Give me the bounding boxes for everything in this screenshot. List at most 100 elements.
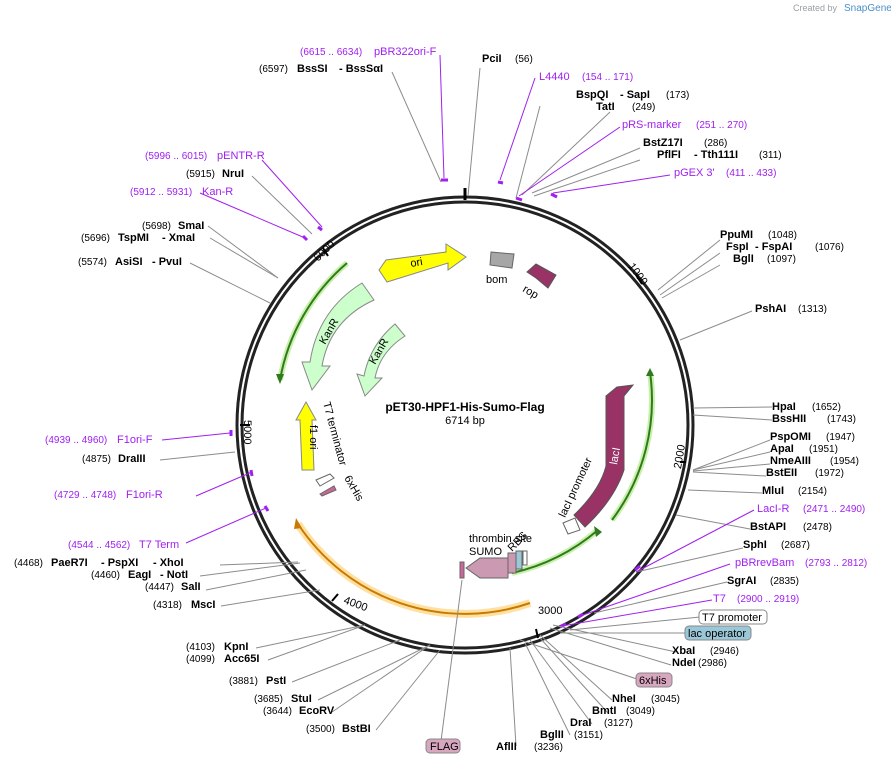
pflfi-name: PflFI	[657, 149, 681, 161]
pbr322-primer-pos: (6615 .. 6634)	[300, 47, 362, 58]
stui-pos: (3685)	[254, 694, 283, 705]
bstapi-name: BstAPI	[750, 521, 786, 533]
nmeaiii-pos: (1954)	[830, 456, 859, 467]
bspqi-name: BspQI	[576, 89, 608, 101]
bstbi-name: BstBI	[342, 723, 371, 735]
draiii-name: DraIII	[118, 453, 146, 465]
smai-pos: (5698)	[142, 221, 171, 232]
lac-operator-box	[684, 625, 752, 641]
tick-2000: 2000	[672, 444, 688, 470]
bspqi-alt: - SapI	[620, 89, 650, 101]
psti-pos: (3881)	[229, 676, 258, 687]
ecorv-pos: (3644)	[263, 706, 292, 717]
t7-terminator-label: T7 terminator	[320, 401, 349, 468]
psti-name: PstI	[266, 675, 286, 687]
bstz-pos: (286)	[704, 138, 727, 149]
enzyme-leaders	[159, 67, 773, 747]
tick-6000: 6000	[312, 238, 338, 264]
laci-label: lacI	[608, 447, 623, 466]
ndei-name: NdeI	[672, 657, 696, 669]
plasmid-length: 6714 bp	[445, 415, 485, 427]
sgrai-name: SgrAI	[727, 575, 756, 587]
orf-kanr	[279, 262, 348, 381]
pflfi-alt: - Tth111I	[694, 149, 738, 161]
asisi-alt: - PvuI	[152, 256, 182, 268]
acc65i-pos: (4099)	[186, 654, 215, 665]
msci-name: MscI	[191, 599, 215, 611]
pbrrev-pos: (2793 .. 2812)	[805, 558, 867, 569]
fspi-name: FspI	[726, 241, 749, 253]
nrui-name: NruI	[222, 168, 244, 180]
bom-label: bom	[486, 274, 507, 286]
orf-hpf1-arrowhead	[594, 526, 602, 537]
sali-name: SalI	[181, 581, 201, 593]
l4440-pos: (154 .. 171)	[582, 72, 633, 83]
kanr-primer-name: Kan-R	[202, 186, 233, 198]
f1orir-pos: (4729 .. 4748)	[54, 490, 116, 501]
eagi-name: EagI	[128, 569, 151, 581]
bsshii-pos: (1743)	[827, 414, 856, 425]
laci-feature	[573, 384, 635, 528]
bstbi-pos: (3500)	[306, 724, 335, 735]
f1orir-name: F1ori-R	[126, 489, 163, 501]
t7-promoter-box	[698, 609, 768, 625]
acc65i-name: Acc65I	[224, 653, 259, 665]
smai-name: SmaI	[178, 220, 204, 232]
xbai-name: XbaI	[672, 645, 695, 657]
fspi-alt: - FspAI	[755, 241, 792, 253]
paer7i-pos: (4468)	[14, 558, 43, 569]
kanr-primer-pos: (5912 .. 5931)	[130, 187, 192, 198]
tick-5000: 5000	[241, 420, 253, 444]
pcii-pos: (56)	[515, 54, 533, 65]
lacir-pos: (2471 .. 2490)	[803, 504, 865, 515]
lac-operator-box-label: lac operator	[688, 628, 746, 640]
primer-leaders	[161, 54, 755, 627]
prs-pos: (251 .. 270)	[696, 120, 747, 131]
l4440-name: L4440	[539, 71, 570, 83]
orf-orange	[297, 523, 531, 615]
f1-ori-feature	[295, 400, 317, 471]
sumo-feature	[465, 557, 509, 579]
aflii-pos: (3236)	[534, 742, 563, 753]
rop-label: rop	[521, 283, 541, 301]
nmeaiii-name: NmeAIII	[770, 455, 811, 467]
sumo-label: SUMO	[469, 546, 502, 558]
apai-pos: (1951)	[809, 444, 838, 455]
bsteii-pos: (1972)	[815, 468, 844, 479]
eagi-alt: - NotI	[160, 569, 188, 581]
eagi-pos: (4460)	[91, 570, 120, 581]
bgli-name: BglI	[733, 253, 754, 265]
his-tag-label: 6xHis	[341, 474, 365, 504]
pbrrev-name: pBRrevBam	[735, 557, 794, 569]
nrui-pos: (5915)	[186, 169, 215, 180]
laci-promoter-feature	[562, 517, 581, 535]
mlui-name: MluI	[762, 485, 784, 497]
his-leader	[519, 639, 641, 681]
drai-name: DraI	[570, 717, 591, 729]
tati-name: TatI	[596, 101, 615, 113]
ppumi-pos: (1048)	[768, 230, 797, 241]
kpni-name: KpnI	[224, 641, 248, 653]
rop-feature	[526, 263, 557, 289]
stui-name: StuI	[291, 693, 312, 705]
f1orif-pos: (4939 .. 4960)	[45, 435, 107, 446]
drai-pos: (3127)	[604, 718, 633, 729]
lac-operator-feature	[522, 550, 528, 566]
bglii-name: BglII	[540, 729, 564, 741]
asisi-pos: (5574)	[78, 257, 107, 268]
tick-3000: 3000	[538, 605, 562, 617]
created-by-text: Created by	[793, 3, 838, 13]
t7-primer-name: T7	[713, 593, 726, 605]
pgex-name: pGEX 3'	[674, 167, 715, 179]
tati-pos: (249)	[632, 102, 655, 113]
tspmi-pos: (5696)	[81, 233, 110, 244]
xbai-pos: (2946)	[710, 646, 739, 657]
aflii-name: AflII	[496, 741, 517, 753]
pshai-pos: (1313)	[798, 304, 827, 315]
ori-feature	[378, 243, 467, 283]
ori-label: ori	[409, 256, 423, 270]
his-tag-feature	[319, 485, 337, 497]
t7-primer-pos: (2900 .. 2919)	[737, 594, 799, 605]
pflfi-pos: (311)	[759, 150, 782, 161]
